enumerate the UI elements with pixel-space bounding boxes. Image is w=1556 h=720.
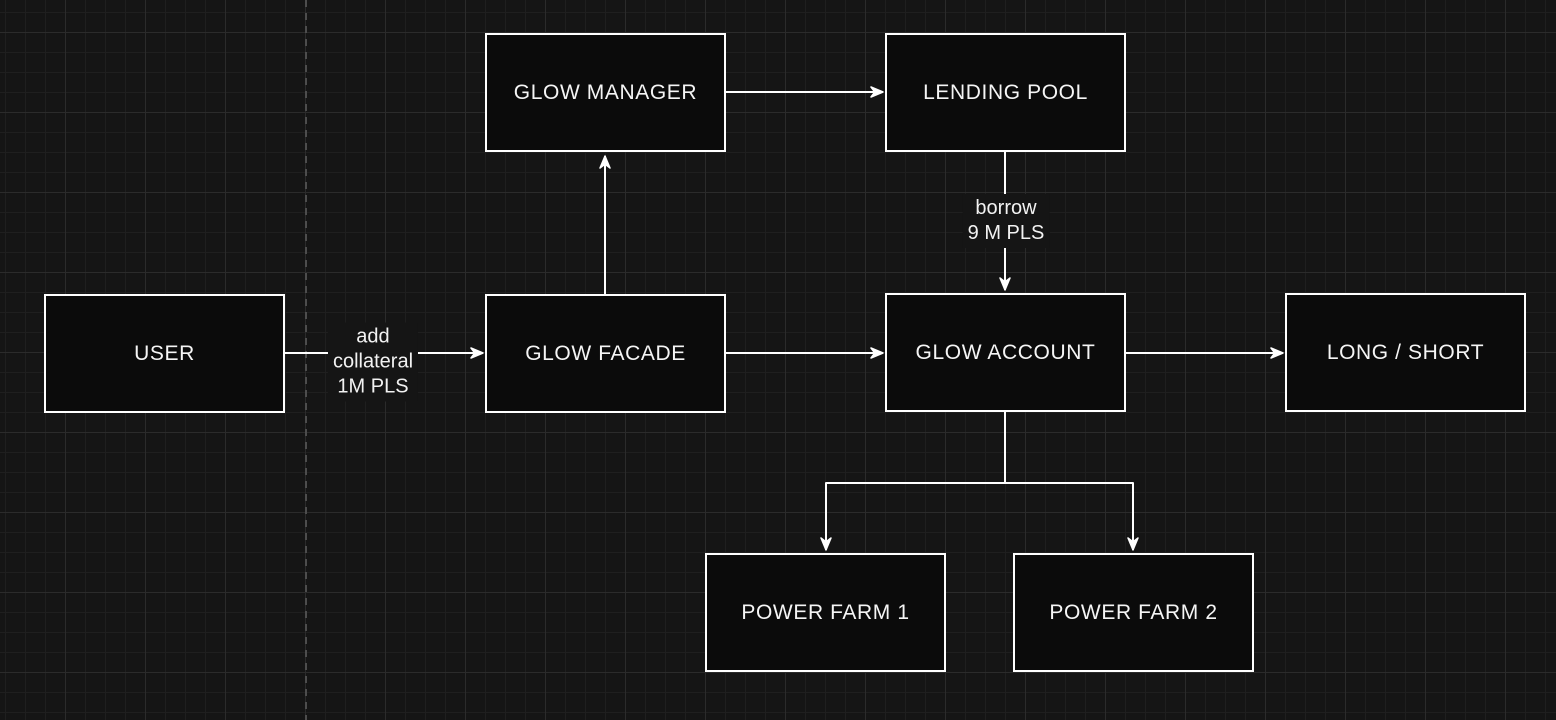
node-long-short-label: LONG / SHORT xyxy=(1326,340,1485,364)
edge-label-add-collateral[interactable]: add collateral 1M PLS xyxy=(327,322,419,402)
node-power-farm-1-label: POWER FARM 1 xyxy=(741,600,910,624)
node-glow-manager-label: GLOW MANAGER xyxy=(513,80,698,104)
edge-label-borrow-line2: 9 M PLS xyxy=(967,222,1045,244)
node-glow-account-label: GLOW ACCOUNT xyxy=(915,340,1096,364)
node-long-short[interactable]: LONG / SHORT xyxy=(1285,293,1526,412)
edge-glow-account-to-power-farm-2[interactable] xyxy=(1005,482,1139,551)
node-user[interactable]: USER xyxy=(44,294,285,413)
node-glow-facade-label: GLOW FACADE xyxy=(525,341,686,365)
edge-label-add-collateral-line3: 1M PLS xyxy=(337,375,409,398)
edge-glow-account-to-power-farm-1[interactable] xyxy=(820,482,1005,551)
node-user-label: USER xyxy=(134,341,195,365)
edge-label-borrow-line1: borrow xyxy=(975,197,1037,219)
edge-label-add-collateral-line1: add xyxy=(356,325,390,348)
node-power-farm-2[interactable]: POWER FARM 2 xyxy=(1013,553,1254,672)
node-power-farm-1[interactable]: POWER FARM 1 xyxy=(705,553,946,672)
node-lending-pool[interactable]: LENDING POOL xyxy=(885,33,1126,152)
node-lending-pool-label: LENDING POOL xyxy=(923,80,1088,104)
edge-label-add-collateral-line2: collateral xyxy=(332,350,414,373)
node-glow-account[interactable]: GLOW ACCOUNT xyxy=(885,293,1126,412)
node-glow-facade[interactable]: GLOW FACADE xyxy=(485,294,726,413)
edge-label-borrow[interactable]: borrow 9 M PLS xyxy=(962,194,1050,248)
node-glow-manager[interactable]: GLOW MANAGER xyxy=(485,33,726,152)
node-power-farm-2-label: POWER FARM 2 xyxy=(1049,600,1218,624)
